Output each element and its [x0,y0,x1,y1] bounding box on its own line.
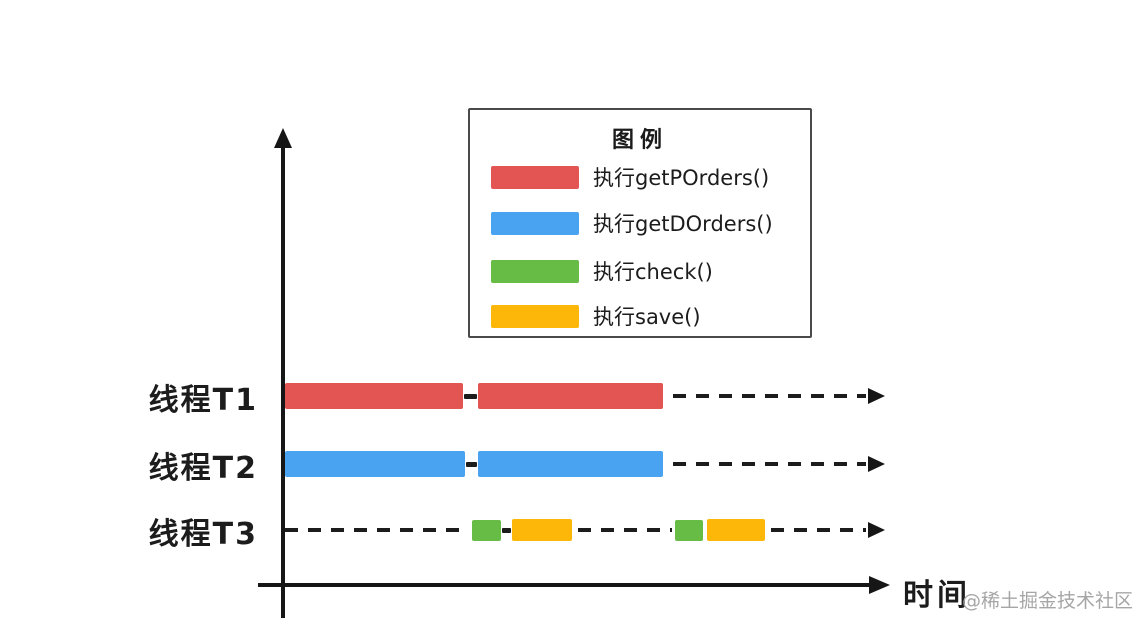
legend-label-check: 执行check() [593,260,713,284]
legend-title: 图例 [611,128,668,153]
dashed-line [673,394,866,398]
bar-check [472,519,501,541]
bar-save [512,519,572,541]
link-dash [464,393,477,399]
bar-getDOrders [285,451,465,477]
legend-swatch-save [491,304,579,328]
link-dash [502,527,511,533]
x-axis-arrow-icon [869,576,890,594]
bar-getDOrders [478,451,663,477]
dashed-line [285,528,469,532]
dashed-line [771,528,866,532]
dashed-line [673,462,866,466]
bar-getPOrders [478,383,663,409]
x-axis-label: 时间 [903,578,971,613]
row-arrow-icon-t3 [868,522,885,538]
legend-label-getPOrders: 执行getPOrders() [593,166,770,190]
legend-box: 图例 执行getPOrders() 执行getDOrders() 执行check()… [468,108,812,338]
legend-item-getPOrders: 执行getPOrders() [491,165,770,190]
y-axis-arrow-icon [274,128,292,148]
dashed-line [578,528,672,532]
y-axis-line [281,140,285,618]
legend-swatch-getDOrders [491,211,579,235]
bar-getPOrders [285,383,463,409]
thread-label-t2: 线程T2 [148,451,258,486]
thread-label-t3: 线程T3 [148,517,258,552]
x-axis-line [258,583,872,587]
legend-item-check: 执行check() [491,259,713,284]
legend-swatch-check [491,259,579,283]
watermark: @稀土掘金技术社区 [962,590,1134,612]
bar-check [675,519,703,541]
row-arrow-icon-t1 [868,388,885,404]
thread-label-t1: 线程T1 [148,383,258,418]
legend-label-save: 执行save() [593,305,701,329]
legend-item-save: 执行save() [491,304,701,329]
legend-swatch-getPOrders [491,165,579,189]
link-dash [466,461,477,467]
legend-item-getDOrders: 执行getDOrders() [491,211,773,236]
row-arrow-icon-t2 [868,456,885,472]
bar-save [707,519,765,541]
legend-label-getDOrders: 执行getDOrders() [593,212,773,236]
